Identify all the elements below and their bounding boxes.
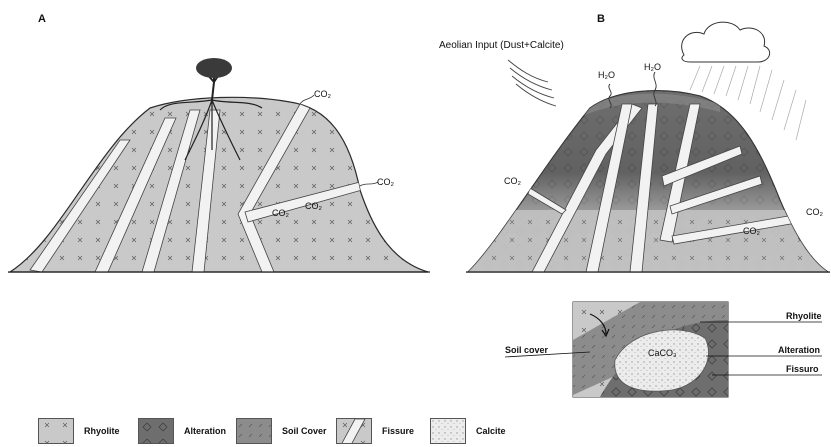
panel-b-mountain: [460, 22, 831, 280]
alteration-label: Alteration: [778, 345, 820, 355]
co2-label: CO₂: [377, 177, 394, 187]
legend-label: Soil Cover: [282, 426, 327, 436]
legend-label: Fissure: [382, 426, 414, 436]
calcite-swatch: [430, 418, 466, 444]
h2o-label: H₂O: [644, 62, 661, 72]
legend-label: Rhyolite: [84, 426, 120, 436]
soil-cover-swatch: [236, 418, 272, 444]
rhyolite-swatch: [38, 418, 74, 444]
panel-a-label: A: [38, 13, 46, 25]
soil-cover-label: Soil cover: [505, 345, 548, 355]
fissure-swatch: [336, 418, 372, 444]
co2-label: CO₂: [314, 89, 331, 99]
h2o-label: H₂O: [598, 70, 615, 80]
panel-b-label: B: [597, 13, 605, 25]
co2-label: CO₂: [272, 208, 289, 218]
legend-label: Calcite: [476, 426, 506, 436]
legend-label: Alteration: [184, 426, 226, 436]
fissure-label: Fissuro: [786, 364, 819, 374]
co2-label: CO₂: [806, 207, 823, 217]
co2-label: CO₂: [743, 226, 760, 236]
caco3-label: CaCO₃: [648, 348, 677, 358]
co2-label: CO₂: [504, 176, 521, 186]
alteration-swatch: [138, 418, 174, 444]
cloud-icon: [682, 22, 770, 62]
panel-a-mountain: [10, 58, 428, 272]
wind-icon: [508, 60, 556, 106]
co2-label: CO₂: [305, 201, 322, 211]
rhyolite-label: Rhyolite: [786, 311, 822, 321]
aeolian-input-label: Aeolian Input (Dust+Calcite): [439, 40, 564, 51]
legend: Rhyolite Alteration Soil Cover Fissure C…: [38, 418, 598, 444]
